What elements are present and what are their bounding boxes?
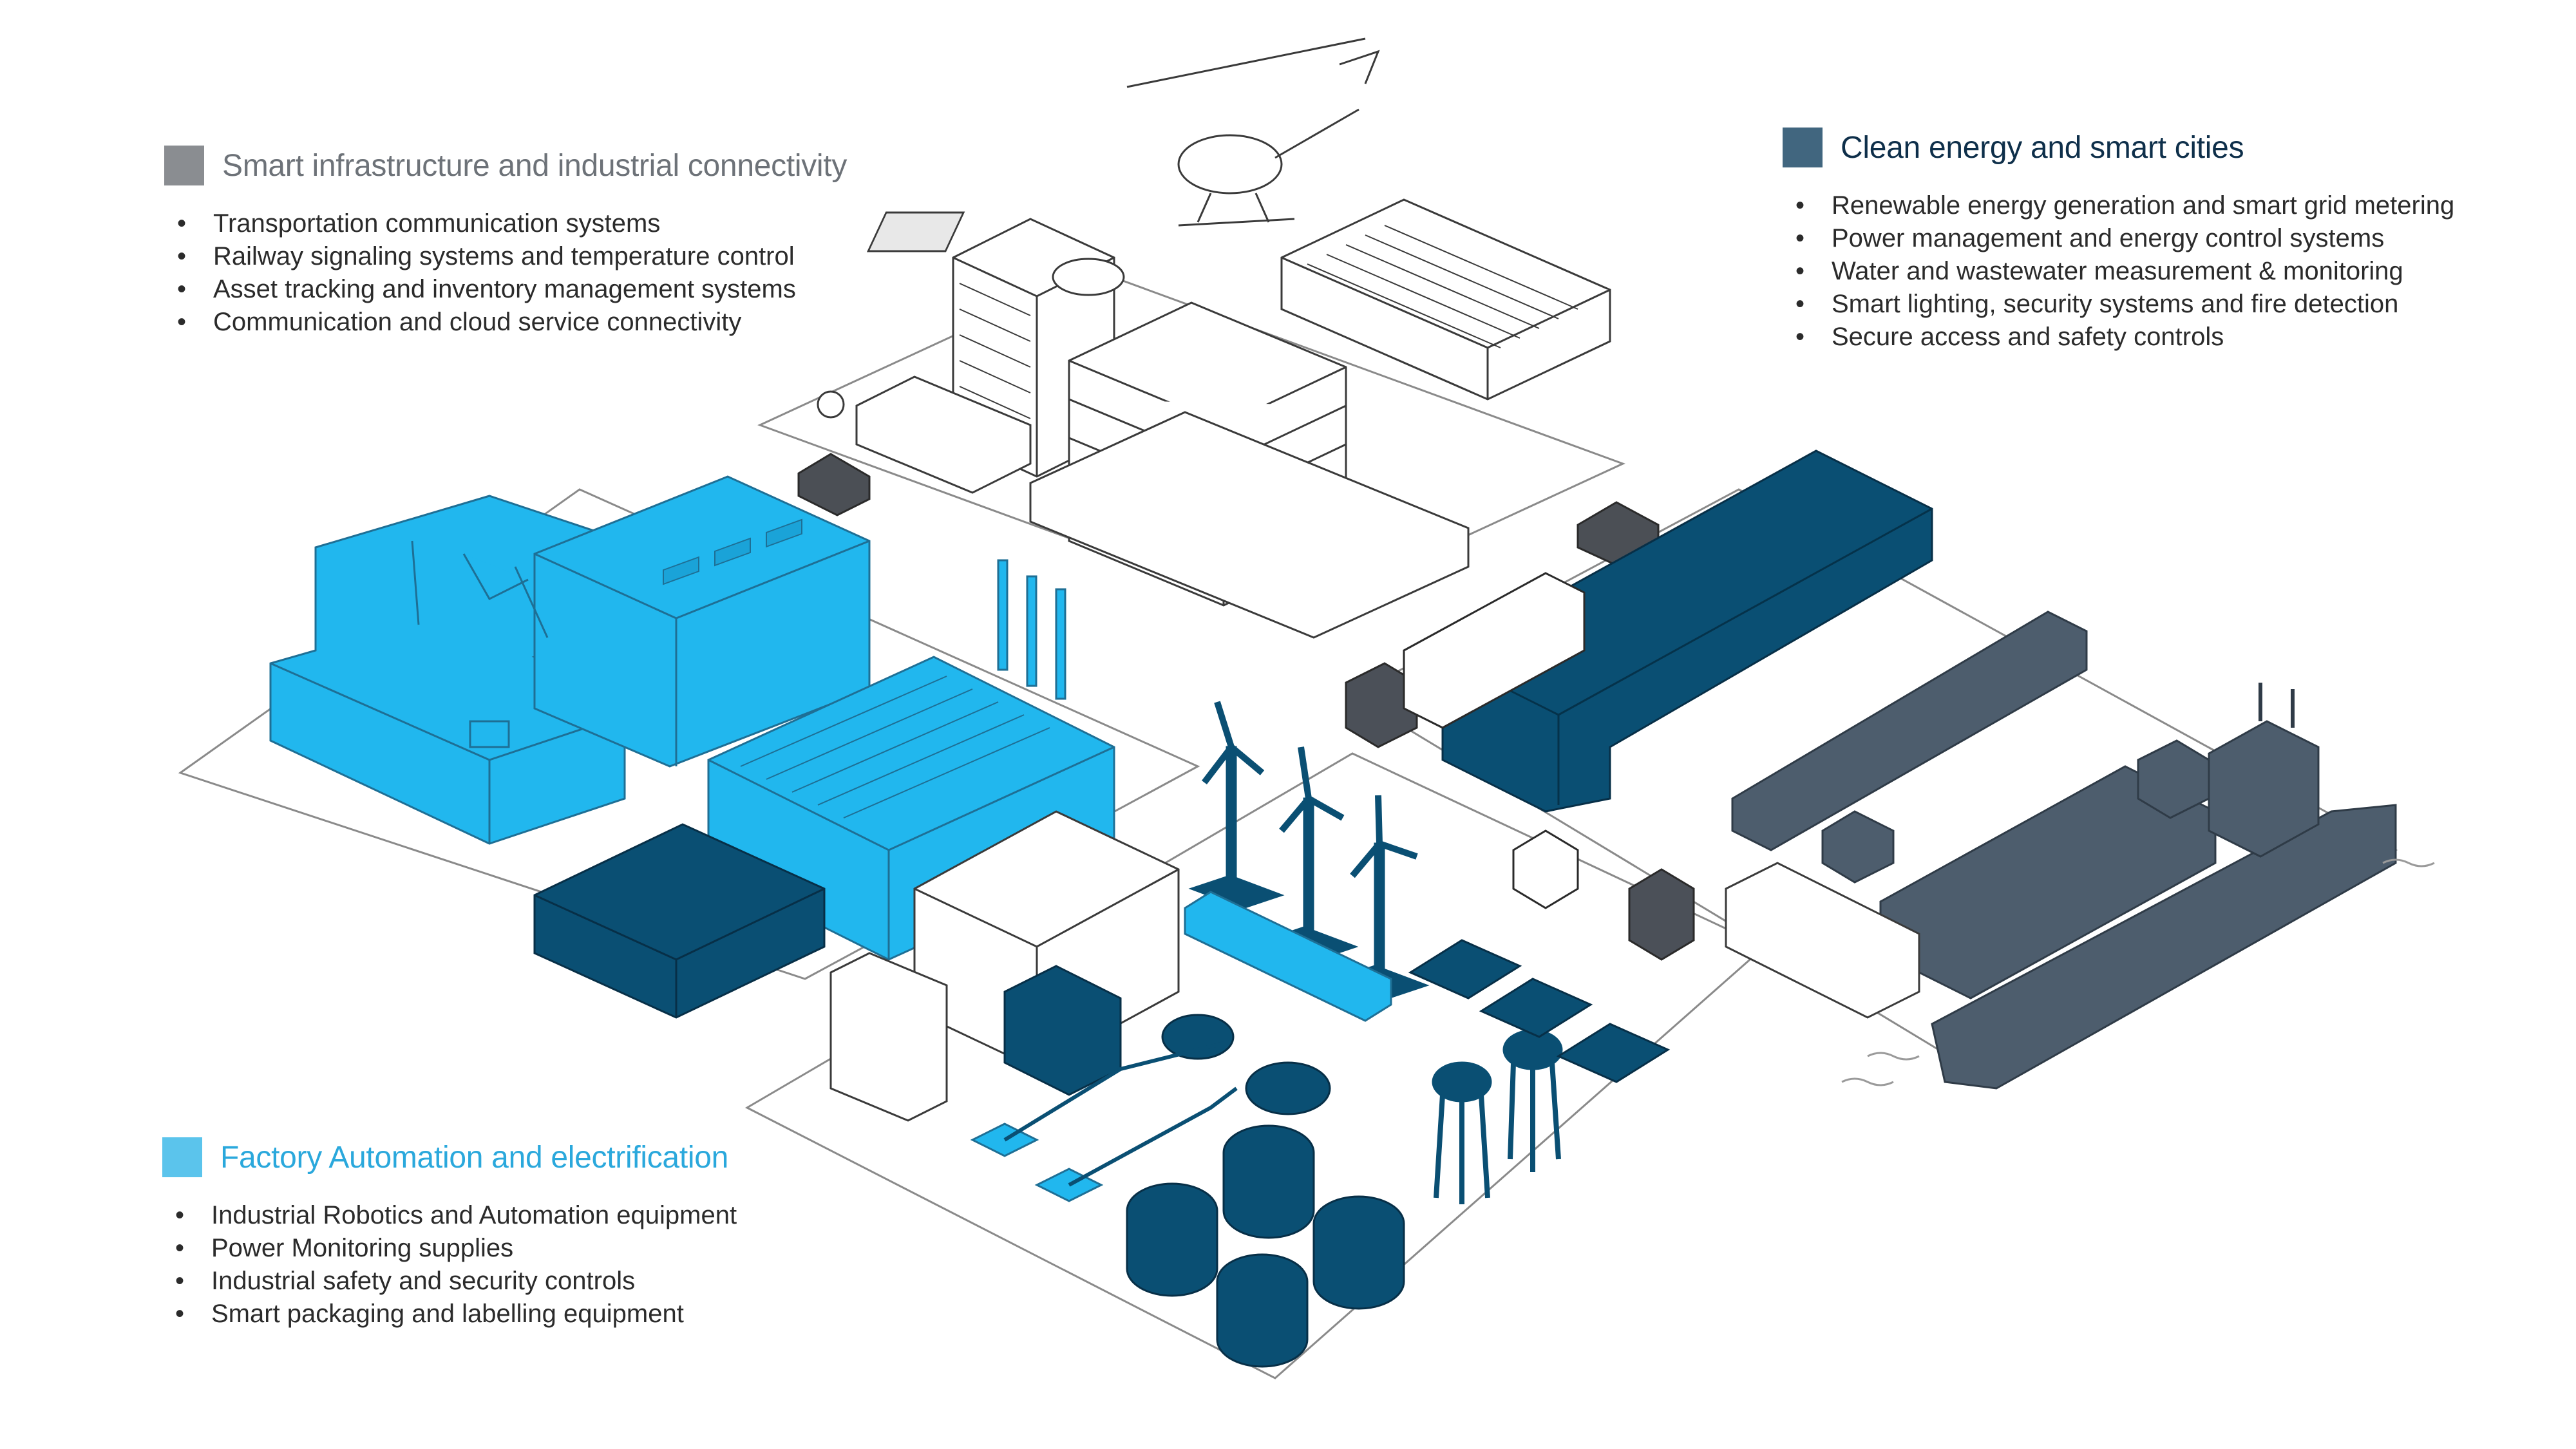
legend-list-clean: Renewable energy generation and smart gr… bbox=[1783, 189, 2454, 354]
pipeline-frames bbox=[970, 1122, 1104, 1202]
truck-icon bbox=[1345, 572, 1586, 748]
sawtooth-roof bbox=[740, 676, 1050, 819]
dark-storage-block bbox=[533, 823, 826, 1019]
list-item: Water and wastewater measurement & monit… bbox=[1783, 255, 2454, 288]
smokestacks bbox=[997, 559, 1066, 700]
legend-title-smart: Smart infrastructure and industrial conn… bbox=[222, 148, 848, 183]
tank-1 bbox=[1222, 1124, 1315, 1239]
list-item: Power Monitoring supplies bbox=[162, 1232, 737, 1265]
list-item: Railway signaling systems and temperatur… bbox=[164, 240, 847, 273]
low-building-left bbox=[855, 375, 1032, 494]
car-icon bbox=[797, 453, 871, 516]
wind-turbine-icon bbox=[1188, 701, 1285, 909]
solar-panel-icon bbox=[1408, 939, 1671, 1083]
truck-icon bbox=[1512, 829, 1695, 961]
tank-2 bbox=[1126, 1182, 1218, 1297]
legend-swatch-clean bbox=[1783, 128, 1823, 167]
skylights bbox=[663, 518, 802, 585]
list-item: Smart packaging and labelling equipment bbox=[162, 1298, 737, 1331]
ship-mast bbox=[2259, 683, 2295, 728]
helicopter-icon bbox=[1126, 37, 1380, 227]
list-item: Power management and energy control syst… bbox=[1783, 222, 2454, 255]
tree-icon bbox=[817, 390, 845, 419]
list-item: Industrial Robotics and Automation equip… bbox=[162, 1199, 737, 1232]
water-ripples bbox=[1841, 858, 2435, 1086]
robot-arm-icon bbox=[411, 540, 549, 748]
tank-3 bbox=[1312, 1195, 1405, 1310]
legend-title-factory: Factory Automation and electrification bbox=[220, 1140, 729, 1175]
legend-list-smart: Transportation communication systems Rai… bbox=[164, 207, 847, 339]
legend-clean-energy: Clean energy and smart cities Renewable … bbox=[1783, 128, 2454, 354]
legend-smart-infrastructure: Smart infrastructure and industrial conn… bbox=[164, 146, 847, 339]
list-item: Transportation communication systems bbox=[164, 207, 847, 240]
logistics-district bbox=[1345, 450, 2435, 1090]
tank-4 bbox=[1216, 1253, 1309, 1368]
list-item: Secure access and safety controls bbox=[1783, 321, 2454, 354]
legend-list-factory: Industrial Robotics and Automation equip… bbox=[162, 1199, 737, 1331]
water-tower-icon bbox=[1432, 1029, 1563, 1204]
rooftop-helipad-ring bbox=[1052, 258, 1125, 296]
legend-title-clean: Clean energy and smart cities bbox=[1841, 130, 2244, 165]
office-tower-windows bbox=[959, 283, 1031, 445]
legend-swatch-smart bbox=[164, 146, 204, 185]
water-tanks bbox=[1126, 1014, 1405, 1368]
distribution-center bbox=[1441, 450, 1933, 813]
list-item: Asset tracking and inventory management … bbox=[164, 273, 847, 306]
smart-infrastructure-district bbox=[797, 37, 1660, 639]
silo-tower bbox=[829, 952, 948, 1122]
utilities-district bbox=[829, 701, 1671, 1368]
list-item: Industrial safety and security controls bbox=[162, 1265, 737, 1298]
list-item: Communication and cloud service connecti… bbox=[164, 306, 847, 339]
warehouse-roof-stripes bbox=[1307, 225, 1578, 348]
list-item: Smart lighting, security systems and fir… bbox=[1783, 288, 2454, 321]
maintenance-shed bbox=[1725, 862, 1920, 1019]
solar-roof-block bbox=[866, 211, 965, 252]
ship-bridge bbox=[2208, 720, 2320, 858]
pipes bbox=[1003, 1041, 1238, 1187]
legend-factory-automation: Factory Automation and electrification I… bbox=[162, 1137, 737, 1331]
legend-swatch-factory bbox=[162, 1137, 202, 1177]
ship-icon bbox=[1931, 804, 2397, 1090]
office-podium bbox=[1029, 411, 1470, 639]
train-icon bbox=[1731, 611, 2088, 851]
fan-array bbox=[1184, 891, 1392, 1022]
list-item: Renewable energy generation and smart gr… bbox=[1783, 189, 2454, 222]
